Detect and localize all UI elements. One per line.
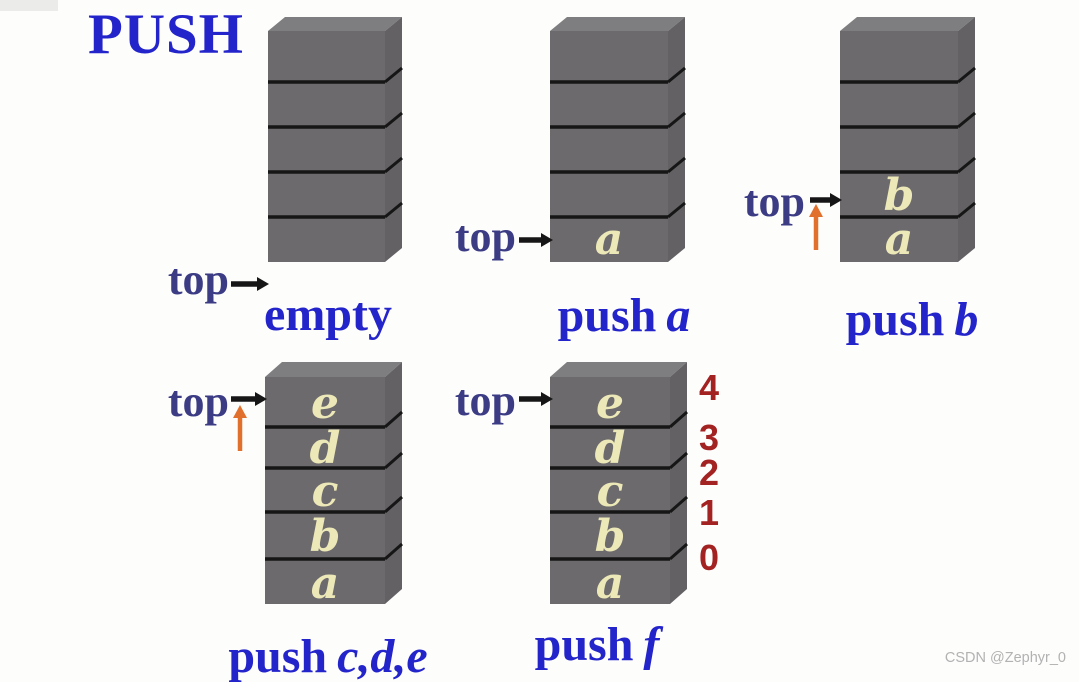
cell-divider-side: [667, 111, 686, 129]
stack-empty: [268, 17, 403, 262]
cell-value: c: [312, 466, 339, 517]
top-label-push-a: top: [454, 212, 516, 261]
top-label-push-cde: top: [167, 377, 229, 426]
cell-divider-side: [384, 410, 403, 429]
cell-divider-side: [669, 451, 688, 470]
csdn-watermark: CSDN @Zephyr_0: [944, 650, 1066, 666]
stack-top-face: [265, 362, 402, 377]
cell-divider-side: [384, 156, 403, 174]
cell-value: a: [885, 214, 914, 265]
cell-divider-side: [384, 111, 403, 129]
stack-index-labels: 4 3 2 1 0: [699, 367, 719, 578]
top-label-push-f: top: [454, 376, 516, 425]
cell-divider-side: [669, 542, 688, 561]
caption-arg: c,d,e: [337, 630, 428, 682]
cell-value: e: [596, 378, 624, 429]
orange-up-arrow-push-cde: [233, 405, 247, 451]
caption-verb: push: [534, 618, 634, 671]
caption-verb: push: [228, 630, 328, 682]
cell-divider-side: [667, 156, 686, 174]
stack-top-face: [550, 362, 687, 377]
stack-push-cde: e d c b a: [265, 362, 403, 609]
caption-verb: push: [557, 289, 657, 342]
cell-divider-side: [384, 201, 403, 219]
cell-divider-side: [384, 451, 403, 470]
top-pointer-arrow-push-cde: [231, 392, 267, 406]
caption-arg: b: [954, 293, 979, 346]
cell-value: c: [597, 466, 624, 517]
cell-divider-side: [957, 201, 976, 219]
cell-divider-side: [957, 111, 976, 129]
cell-value: d: [595, 423, 626, 474]
index-label: 3: [699, 417, 719, 458]
cell-divider-side: [384, 66, 403, 84]
stack-top-face: [840, 17, 975, 31]
stack-side-face: [385, 362, 402, 604]
cell-value: b: [595, 511, 626, 562]
cell-value: e: [311, 378, 339, 429]
top-pointer-arrow-push-b: [810, 193, 842, 207]
top-label-push-b: top: [743, 177, 805, 226]
cell-value: a: [311, 558, 340, 609]
stack-front-face: [265, 377, 385, 604]
stack-front-face: [550, 31, 668, 262]
index-label: 0: [699, 537, 719, 578]
cell-divider-side: [957, 156, 976, 174]
index-label: 2: [699, 452, 719, 493]
top-left-artifact: [0, 0, 58, 11]
stack-side-face: [668, 17, 685, 262]
stack-push-a: a: [550, 17, 686, 265]
cell-value: a: [595, 214, 624, 265]
stack-side-face: [958, 17, 975, 262]
stack-front-face: [840, 31, 958, 262]
stack-top-face: [268, 17, 402, 31]
caption-arg: f: [643, 618, 660, 671]
cell-divider-side: [384, 495, 403, 514]
stack-front-face: [268, 31, 385, 262]
cell-value: b: [310, 511, 341, 562]
orange-up-arrow-push-b: [809, 204, 823, 250]
top-pointer-arrow-push-a: [519, 233, 553, 247]
page-title: PUSH: [88, 3, 245, 66]
cell-divider-side: [669, 495, 688, 514]
cell-divider-side: [384, 542, 403, 561]
index-label: 1: [699, 492, 719, 533]
cell-divider-side: [669, 410, 688, 429]
caption-empty: empty: [233, 291, 433, 339]
top-label-empty: top: [167, 255, 229, 304]
cell-divider-side: [667, 66, 686, 84]
caption-arg: a: [666, 289, 691, 342]
cell-divider-side: [957, 66, 976, 84]
cell-value: a: [596, 558, 625, 609]
stack-side-face: [385, 17, 402, 262]
top-pointer-arrow-empty: [231, 277, 269, 291]
caption-verb: empty: [264, 288, 392, 341]
caption-verb: push: [845, 293, 945, 346]
stack-push-b: b a: [840, 17, 976, 265]
stack-push-f: e d c b a: [550, 362, 688, 609]
cell-divider-side: [667, 201, 686, 219]
stack-top-face: [550, 17, 685, 31]
stack-side-face: [670, 362, 687, 604]
cell-value: b: [884, 170, 915, 221]
top-pointer-arrow-push-f: [519, 392, 553, 406]
cell-value: d: [310, 423, 341, 474]
index-label: 4: [699, 367, 719, 408]
stack-front-face: [550, 377, 670, 604]
